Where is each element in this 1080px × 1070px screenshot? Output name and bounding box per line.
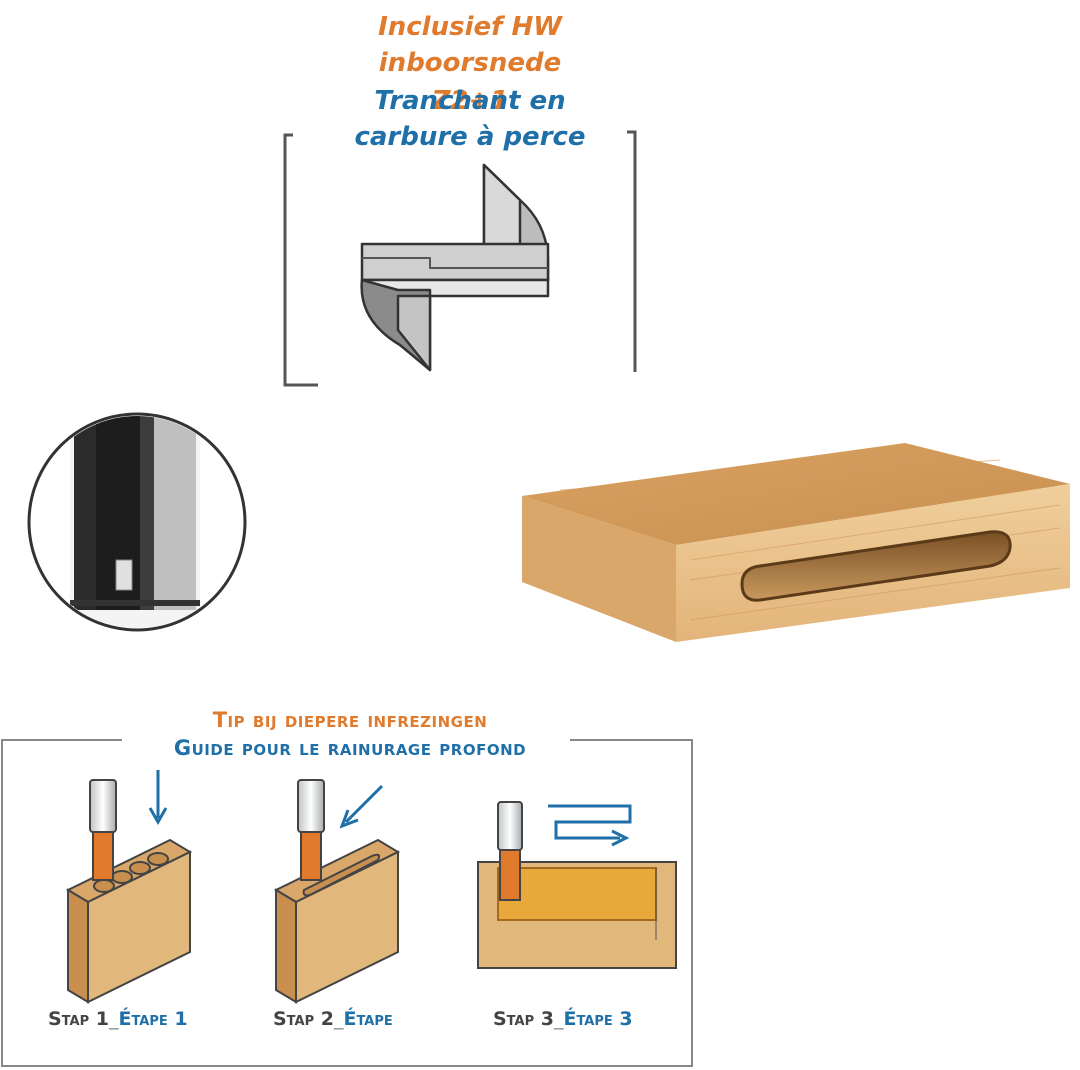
header-line-4: carbure à perce bbox=[354, 122, 586, 152]
step2-fr: Étape bbox=[343, 1008, 393, 1030]
router-bit-tip-drawing bbox=[360, 163, 550, 372]
step1-illustration bbox=[65, 770, 193, 1004]
step3-nl: Stap 3 bbox=[493, 1008, 554, 1030]
header-line-1: Inclusief HW bbox=[378, 12, 562, 42]
step3-label: Stap 3_Étape 3 bbox=[493, 1008, 633, 1030]
guide-title-nl: Tip bij diepere infrezingen bbox=[212, 708, 488, 732]
header-line-3: Tranchant en bbox=[374, 86, 566, 116]
header-line-2: inboorsnede Z2+1 bbox=[378, 48, 562, 116]
guide-title-fr: Guide pour le rainurage profond bbox=[173, 736, 527, 760]
guide-frame bbox=[1, 739, 693, 1067]
step2-label: Stap 2_Étape bbox=[273, 1008, 393, 1030]
step2-illustration bbox=[273, 779, 401, 1004]
step1-label: Stap 1_Étape 1 bbox=[48, 1008, 188, 1030]
bracket-frame bbox=[283, 130, 637, 387]
step1-nl: Stap 1 bbox=[48, 1008, 109, 1030]
step1-fr: Étape 1 bbox=[118, 1008, 188, 1030]
wood-block-with-slot bbox=[522, 443, 1070, 642]
detail-inset-circle bbox=[27, 412, 247, 632]
step3-fr: Étape 3 bbox=[563, 1008, 633, 1030]
step2-nl: Stap 2 bbox=[273, 1008, 334, 1030]
step3-illustration bbox=[477, 801, 677, 969]
